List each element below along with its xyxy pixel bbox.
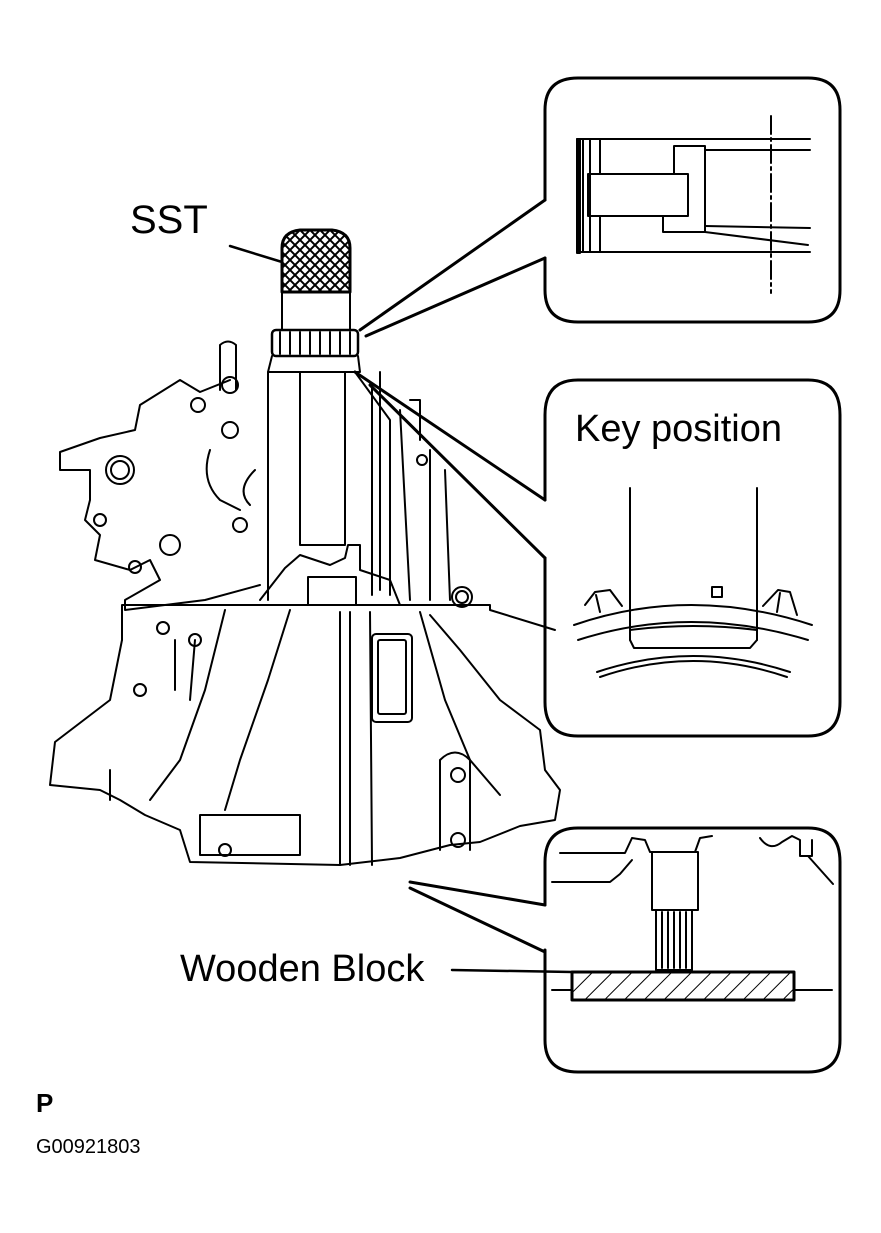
sst-label: SST: [130, 198, 208, 242]
wooden-block-label: Wooden Block: [180, 948, 425, 990]
transaxle-case: [49, 340, 561, 866]
sst-tool: [228, 228, 361, 373]
detail-pointer-line: [408, 886, 547, 954]
detail-box-sst-engagement: [358, 76, 842, 338]
key-position-label: Key position: [575, 408, 783, 450]
detail-pointer-line: [368, 383, 547, 560]
page-marker: P: [36, 1088, 54, 1118]
detail-pointer-line: [364, 256, 547, 338]
figure-id: G00921803: [36, 1136, 141, 1158]
detail-box-key-position: [353, 370, 842, 738]
detail-pointer-line: [353, 370, 547, 502]
wooden-block-leader-line: [450, 968, 574, 974]
sst-leader-line: [228, 244, 284, 264]
detail-box-wooden-block: [408, 826, 842, 1074]
detail-pointer-line: [358, 198, 547, 332]
detail-pointer-line: [408, 880, 547, 907]
wooden-block-shape: [570, 970, 796, 1002]
